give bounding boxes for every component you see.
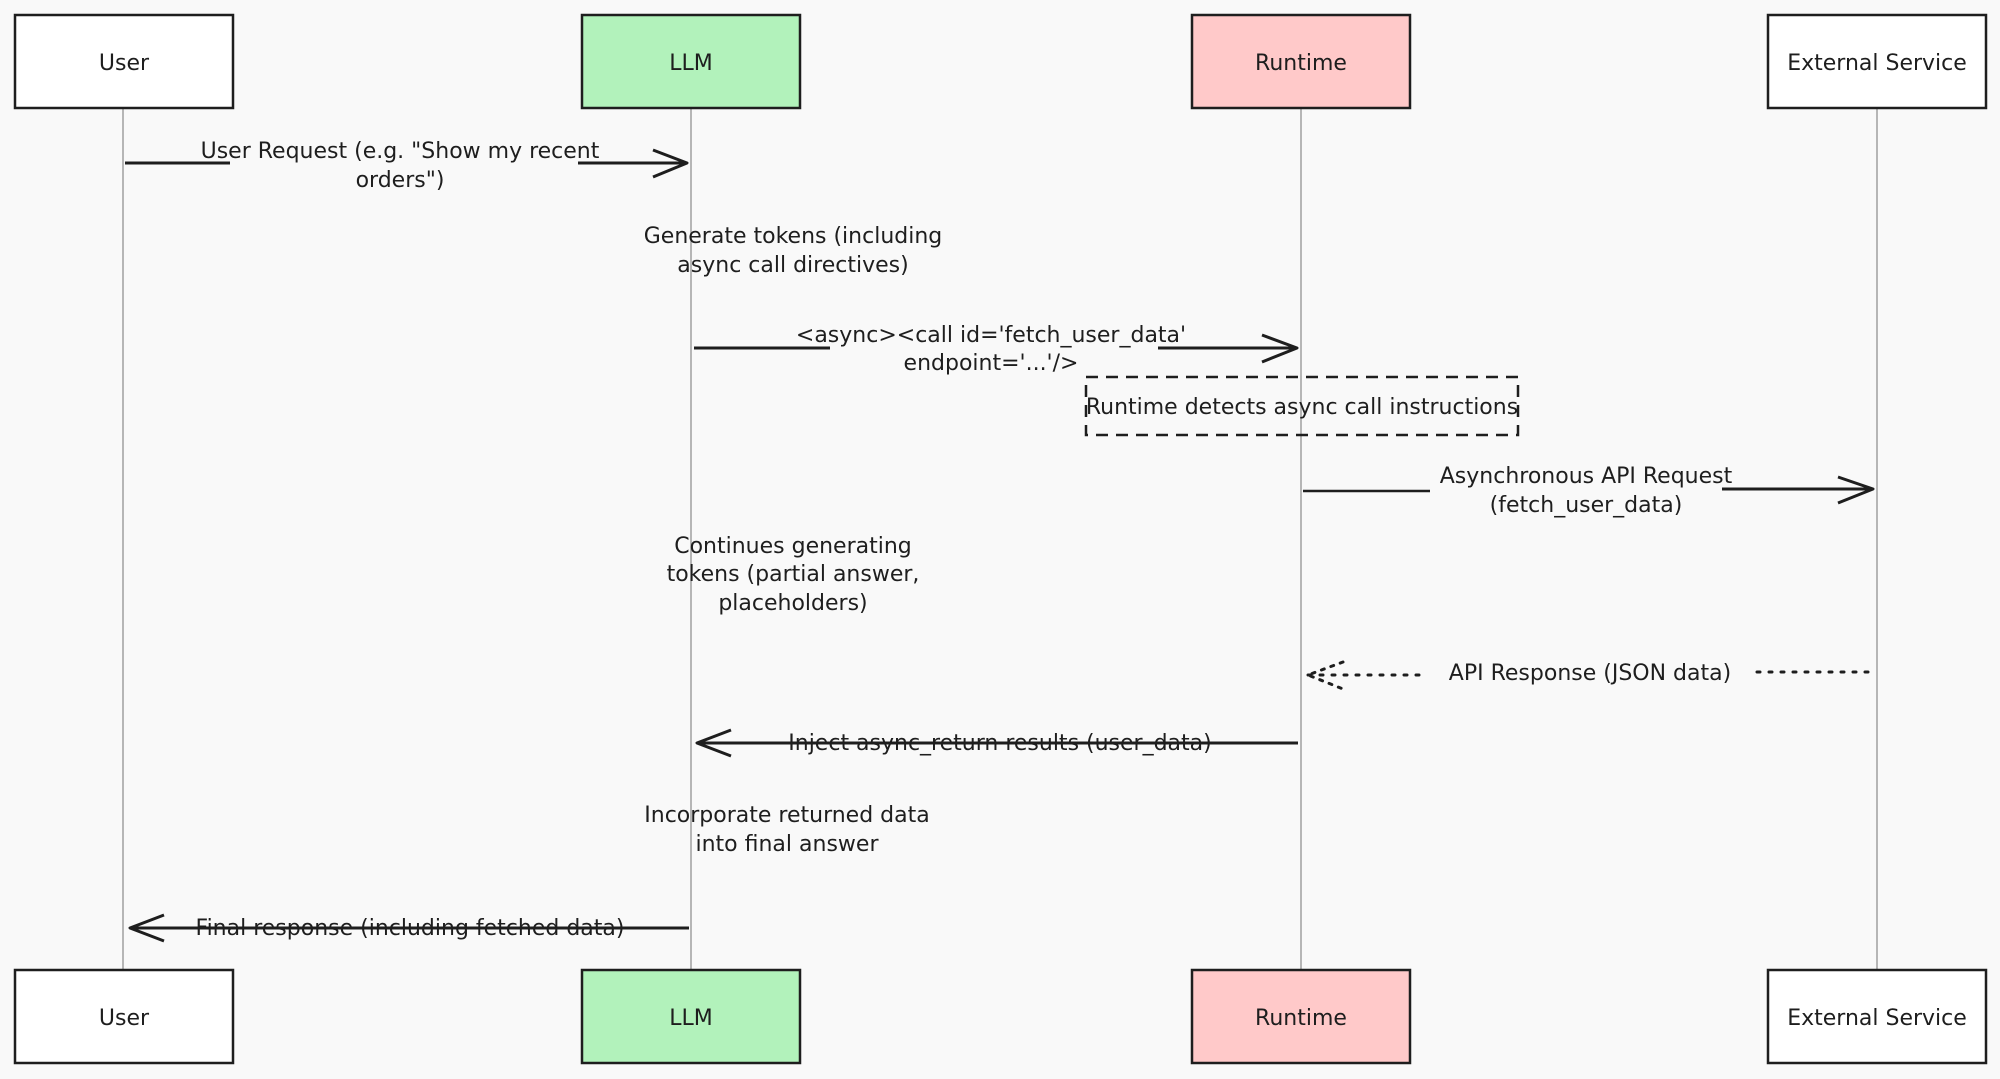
message-api-response: API Response (JSON data) [1306, 660, 1878, 691]
participant-runtime-bottom-label: Runtime [1255, 1006, 1347, 1031]
participant-runtime-bottom: Runtime [1190, 968, 1412, 1065]
participant-user-bottom-label: User [99, 1006, 150, 1031]
participant-runtime-top: Runtime [1190, 13, 1412, 110]
note-continues-generating-line-1: Continues generating [674, 534, 912, 559]
participant-user-bottom: User [13, 968, 235, 1065]
participant-llm-top: LLM [580, 13, 802, 110]
participant-llm-bottom: LLM [580, 968, 802, 1065]
participant-user-top-label: User [99, 51, 150, 76]
note-generate-tokens: Generate tokens (including async call di… [644, 224, 943, 278]
participant-external-bottom-label: External Service [1787, 1006, 1967, 1031]
note-continues-generating-line-3: placeholders) [718, 591, 867, 616]
participant-external-top-label: External Service [1787, 51, 1967, 76]
participant-external-bottom: External Service [1766, 968, 1988, 1065]
participant-llm-top-label: LLM [669, 51, 713, 76]
message-async-call-line-2: endpoint='...'/> [904, 351, 1079, 376]
message-final-response-text: Final response (including fetched data) [196, 916, 625, 941]
note-continues-generating: Continues generating tokens (partial ans… [667, 534, 920, 616]
participant-user-top: User [13, 13, 235, 110]
note-incorporate-data-line-1: Incorporate returned data [644, 803, 929, 828]
message-inject-return: Inject async_return results (user_data) [695, 728, 1298, 758]
note-incorporate-data-line-2: into final answer [696, 832, 880, 857]
note-runtime-detects: Runtime detects async call instructions [1084, 375, 1520, 437]
message-async-api-request-line-2: (fetch_user_data) [1490, 493, 1683, 518]
participant-external-top: External Service [1766, 13, 1988, 110]
message-api-response-text: API Response (JSON data) [1449, 661, 1731, 686]
participant-runtime-top-label: Runtime [1255, 51, 1347, 76]
message-async-call: <async><call id='fetch_user_data' endpoi… [694, 323, 1299, 376]
message-user-request: User Request (e.g. "Show my recent order… [125, 139, 689, 193]
message-async-api-request: Asynchronous API Request (fetch_user_dat… [1303, 464, 1875, 518]
participant-llm-bottom-label: LLM [669, 1006, 713, 1031]
note-incorporate-data: Incorporate returned data into final ans… [644, 803, 929, 857]
message-user-request-line-2: orders") [356, 168, 445, 193]
message-final-response: Final response (including fetched data) [128, 913, 689, 943]
message-inject-return-text: Inject async_return results (user_data) [788, 731, 1211, 756]
message-async-api-request-line-1: Asynchronous API Request [1440, 464, 1733, 489]
message-user-request-line-1: User Request (e.g. "Show my recent [201, 139, 600, 164]
note-generate-tokens-line-2: async call directives) [677, 253, 908, 278]
note-runtime-detects-text: Runtime detects async call instructions [1086, 395, 1518, 420]
message-async-call-line-1: <async><call id='fetch_user_data' [796, 323, 1186, 348]
note-generate-tokens-line-1: Generate tokens (including [644, 224, 943, 249]
note-continues-generating-line-2: tokens (partial answer, [667, 562, 920, 587]
